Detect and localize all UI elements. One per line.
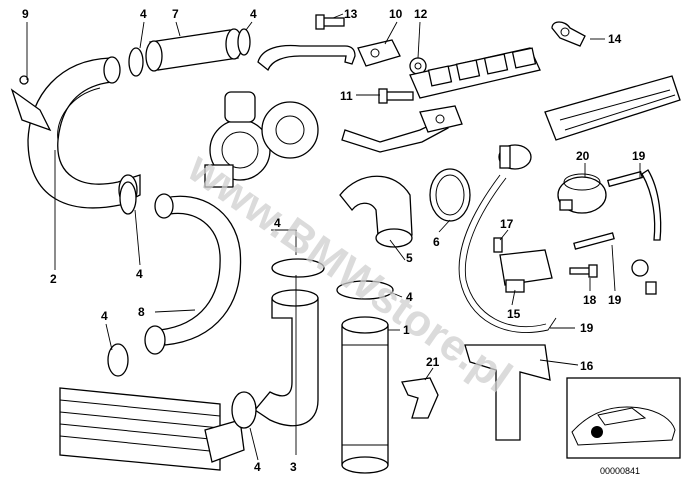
callout-2: 2 [50,272,57,286]
part-19-hose-lower[interactable] [573,232,615,250]
clamp-4-part8-top[interactable] [119,181,137,215]
callout-10: 10 [389,7,403,21]
callout-4: 4 [140,7,147,21]
part-6-clamp[interactable] [429,168,471,222]
part-16-bracket[interactable] [464,344,551,441]
callout-15: 15 [507,307,521,321]
clamp-4-left-upper[interactable] [271,258,325,278]
callout-1: 1 [403,323,410,337]
part-15-solenoid-valve[interactable] [499,249,553,293]
callout-4: 4 [136,267,143,281]
locator-inset [566,377,681,459]
callout-19: 19 [608,293,622,307]
callout-numbers: 9 4 7 4 13 10 12 14 11 2 4 8 4 4 3 4 5 4… [22,7,646,474]
exhaust-manifold[interactable] [409,47,541,99]
callout-5: 5 [406,251,413,265]
callout-18: 18 [583,293,597,307]
check-valve[interactable] [498,144,532,170]
part-19-hose-right[interactable] [631,169,662,295]
callout-8: 8 [138,305,145,319]
callout-16: 16 [580,359,594,373]
part-7-upper-pipe[interactable] [145,28,243,72]
part-14-clip[interactable] [551,21,586,47]
part-18-bolt[interactable] [569,264,598,278]
callout-19: 19 [580,321,594,335]
part-19-hose-upper[interactable] [607,170,643,188]
clamp-4-bottom[interactable] [231,391,257,429]
turbocharger[interactable] [204,91,319,188]
callout-3: 3 [290,460,297,474]
intake-plenum[interactable] [544,75,681,141]
clamp-upper-right[interactable] [237,28,251,56]
part-20-vacuum-reservoir[interactable] [557,173,607,214]
vacuum-hose-long[interactable] [458,174,557,333]
clamp-4-under-elbow[interactable] [336,280,394,300]
callout-13: 13 [344,7,358,21]
part-13-banjo-bolt[interactable] [315,14,345,30]
callout-4: 4 [101,309,108,323]
part-9-nut-bracket[interactable] [10,75,52,132]
part-21-clip[interactable] [401,377,439,419]
callout-6: 6 [433,235,440,249]
callout-9: 9 [22,7,29,21]
callout-19: 19 [632,149,646,163]
oil-return-line[interactable] [341,105,463,153]
part-2-intake-hose[interactable] [27,56,141,209]
callout-11: 11 [340,89,353,103]
clamp-4-part8-bottom[interactable] [107,343,129,377]
part-5-elbow-hose[interactable] [339,175,413,248]
callout-17: 17 [500,217,514,231]
callout-12: 12 [414,7,428,21]
oil-feed-line[interactable] [257,39,401,72]
callout-21: 21 [426,355,440,369]
callout-7: 7 [172,7,179,21]
callout-4: 4 [406,290,413,304]
callout-14: 14 [608,32,622,46]
callout-20: 20 [576,149,590,163]
callout-4: 4 [250,7,257,21]
intercooler[interactable] [59,387,245,471]
part-1-connector-pipe[interactable] [341,316,389,474]
clamp-upper-left[interactable] [128,47,144,77]
leader-lines [26,13,641,461]
callout-4: 4 [274,216,281,230]
part-11-bolt[interactable] [378,88,414,104]
callout-4: 4 [254,460,261,474]
part-8-lower-hose[interactable] [144,193,242,355]
diagram-code: 00000841 [600,466,640,476]
part-3-charge-pipe[interactable] [254,289,319,427]
part-17-screw[interactable] [493,237,503,253]
